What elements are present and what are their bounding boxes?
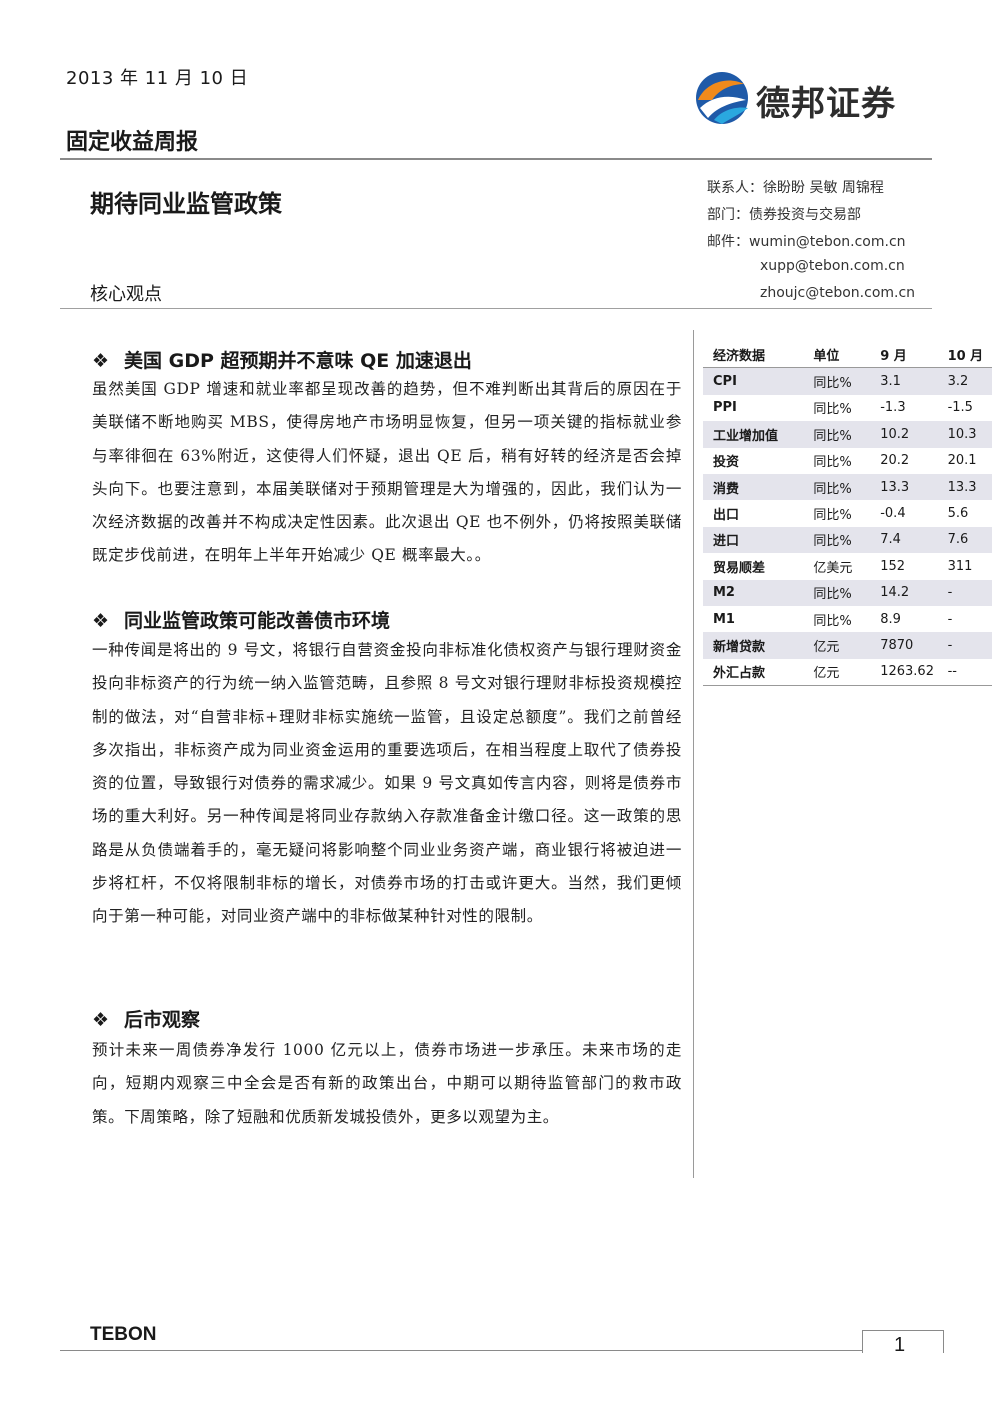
table-row: M2 同比% 14.2 - <box>703 579 992 606</box>
table-cell: - <box>937 579 992 606</box>
table-cell: CPI <box>703 367 804 395</box>
table-cell: 8.9 <box>880 611 901 627</box>
table-cell: 10.2 <box>870 421 938 448</box>
table-row: 工业增加值 同比% 10.2 10.3 <box>703 421 992 448</box>
logo-wordmark: 德邦证券 <box>756 84 896 124</box>
table-cell: PPI <box>713 400 737 416</box>
table-cell: 14.2 <box>870 579 938 606</box>
section-body-1: 虽然美国 GDP 增速和就业率都呈现改善的趋势，但不难判断出其背后的原因在于美联… <box>92 380 682 565</box>
table-cell: 152 <box>880 558 906 574</box>
report-type: 固定收益周报 <box>66 130 199 155</box>
contact-email: 邮件：wumin@tebon.com.cn <box>707 234 906 250</box>
column-header: 10 月 <box>937 341 992 369</box>
table-cell: 1263.62 <box>870 658 938 687</box>
table-row: CPI 同比% 3.1 3.2 <box>703 367 992 395</box>
section-heading-3: ❖ 后市观察 <box>92 1005 200 1032</box>
table-cell: -0.4 <box>880 506 906 522</box>
section-divider <box>60 308 932 309</box>
table-cell: 同比% <box>813 508 852 524</box>
table-cell: -1.3 <box>880 400 906 416</box>
page-number: 1 <box>894 1334 906 1356</box>
table-cell: 3.2 <box>937 367 992 395</box>
table-cell: - <box>937 632 992 659</box>
contact-email-3: zhoujc@tebon.com.cn <box>760 285 916 301</box>
table-row: PPI 同比% -1.3 -1.5 <box>703 395 992 421</box>
section-heading-2: ❖ 同业监管政策可能改善债市环境 <box>92 606 390 633</box>
header-divider <box>60 158 932 160</box>
table-row: M1 同比% 8.9 - <box>703 606 992 632</box>
contact-email-2: xupp@tebon.com.cn <box>760 258 905 274</box>
table-row: 消费 同比% 13.3 13.3 <box>703 473 992 501</box>
table-cell: 13.3 <box>937 473 992 501</box>
table-cell: 亿元 <box>803 632 871 659</box>
table-cell: 13.3 <box>870 473 938 501</box>
table-cell: M2 <box>703 579 804 606</box>
table-cell: 出口 <box>713 508 740 524</box>
table-cell: 同比% <box>813 455 852 471</box>
company-logo: 德邦证券 <box>694 70 910 128</box>
table-cell: 20.1 <box>947 453 977 469</box>
table-cell: - <box>947 611 953 627</box>
table-cell: 贸易顺差 <box>713 560 766 576</box>
table-cell: 同比% <box>803 579 871 606</box>
column-divider <box>693 330 694 1178</box>
table-cell: 7.6 <box>937 526 992 554</box>
table-row: 贸易顺差 亿美元 152 311 <box>703 553 992 579</box>
table-row: 投资 同比% 20.2 20.1 <box>703 448 992 474</box>
table-cell: M1 <box>713 611 735 627</box>
logo-emblem-icon <box>696 72 748 124</box>
table-cell: 同比% <box>813 402 852 418</box>
section-heading-text: 后市观察 <box>124 1009 201 1031</box>
table-cell: 同比% <box>803 526 871 554</box>
table-cell: 5.6 <box>947 506 969 522</box>
table-cell: 3.1 <box>870 367 938 395</box>
table-cell: 同比% <box>813 613 852 629</box>
table-cell: 亿美元 <box>813 560 853 576</box>
table-cell: -- <box>937 658 992 687</box>
diamond-bullet-icon: ❖ <box>92 350 110 372</box>
table-cell: 进口 <box>703 526 804 554</box>
table-cell: 同比% <box>803 421 871 448</box>
table-cell: 投资 <box>713 455 740 471</box>
section-heading-text: 同业监管政策可能改善债市环境 <box>124 610 391 632</box>
table-row: 外汇占款 亿元 1263.62 -- <box>703 658 992 687</box>
diamond-bullet-icon: ❖ <box>92 1009 110 1031</box>
page-number-box <box>862 1330 944 1353</box>
table-cell: 20.2 <box>880 453 910 469</box>
table-row: 新增贷款 亿元 7870 - <box>703 632 992 659</box>
table-cell: 新增贷款 <box>703 632 804 659</box>
footer-brand: TEBON <box>90 1324 157 1345</box>
table-cell: 亿元 <box>803 658 871 687</box>
economic-data-table: 经济数据 单位 9 月 10 月 CPI 同比% 3.1 3.2 PPI 同比%… <box>703 341 992 687</box>
table-cell: 同比% <box>803 473 871 501</box>
contact-department: 部门：债券投资与交易部 <box>707 207 861 223</box>
table-cell: -1.5 <box>947 400 973 416</box>
section-heading-text: 美国 GDP 超预期并不意味 QE 加速退出 <box>124 350 472 372</box>
table-row: 出口 同比% -0.4 5.6 <box>703 500 992 526</box>
table-cell: 311 <box>947 558 973 574</box>
report-date: 2013 年 11 月 10 日 <box>66 68 249 89</box>
table-cell: 消费 <box>703 473 804 501</box>
table-cell: 7870 <box>870 632 938 659</box>
document-title: 期待同业监管政策 <box>90 190 282 218</box>
core-views-label: 核心观点 <box>90 284 162 305</box>
footer-divider <box>60 1350 932 1351</box>
table-header-row: 经济数据 单位 9 月 10 月 <box>703 341 992 369</box>
section-body-3: 预计未来一周债券净发行 1000 亿元以上，债券市场进一步承压。未来市场的走向，… <box>92 1041 682 1126</box>
column-header: 单位 <box>803 341 871 369</box>
table-cell: 10.3 <box>937 421 992 448</box>
contact-people: 联系人：徐盼盼 吴敏 周锦程 <box>707 180 884 196</box>
column-header: 经济数据 <box>703 341 804 369</box>
section-heading-1: ❖ 美国 GDP 超预期并不意味 QE 加速退出 <box>92 346 472 373</box>
column-header: 9 月 <box>870 341 938 369</box>
diamond-bullet-icon: ❖ <box>92 610 110 632</box>
table-cell: 同比% <box>803 367 871 395</box>
table-row: 进口 同比% 7.4 7.6 <box>703 526 992 554</box>
table-cell: 7.4 <box>870 526 938 554</box>
section-body-2: 一种传闻是将出的 9 号文，将银行自营资金投向非标准化债权资产与银行理财资金投向… <box>92 641 682 926</box>
table-cell: 工业增加值 <box>703 421 804 448</box>
table-cell: 外汇占款 <box>703 658 804 687</box>
